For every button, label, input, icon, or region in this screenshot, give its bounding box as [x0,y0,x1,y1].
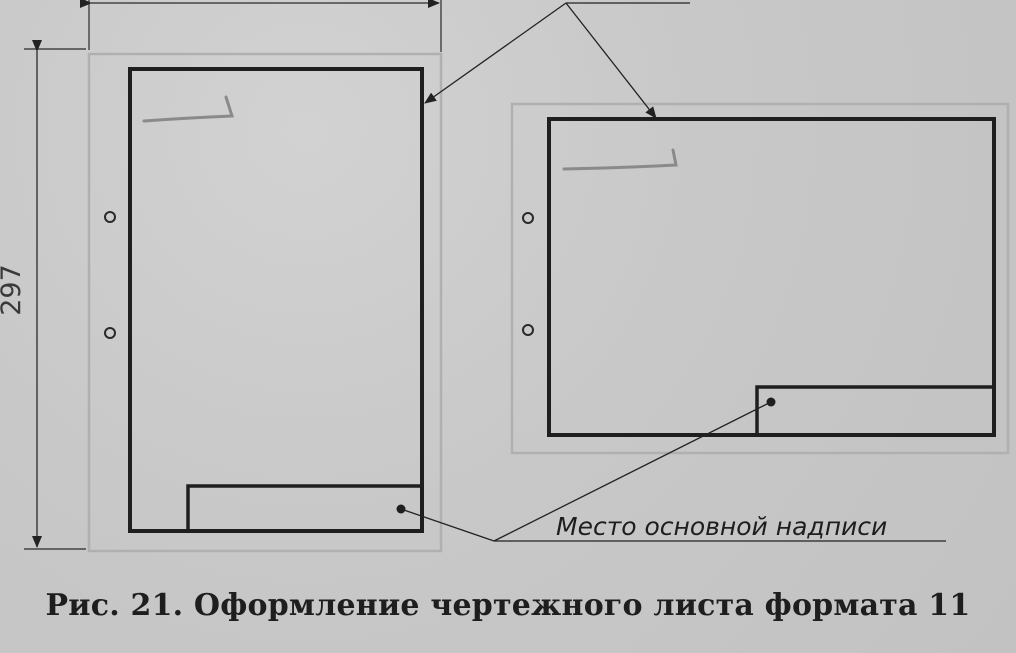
frame-leader-to-portrait [424,2,567,104]
portrait-sheet-outline [87,52,443,553]
dimension-lines: 297 [0,0,442,550]
landscape-sheet-outline [510,102,1010,455]
title-leader-to-portrait [400,508,495,542]
landscape-binding-hole [522,212,534,224]
portrait-binding-hole [104,327,116,339]
portrait-sheet [87,52,443,553]
title-block-note: Место основной надписи [556,512,887,541]
portrait-corner-mark [142,95,235,123]
portrait-binding-hole [104,211,116,223]
frame-leader-to-landscape [565,2,657,119]
landscape-title-block [755,385,996,437]
figure-caption: Рис. 21. Оформление чертежного листа фор… [45,588,971,623]
portrait-drawing-frame [128,67,424,533]
landscape-binding-hole [522,324,534,336]
landscape-corner-mark [562,148,678,171]
landscape-sheet [510,102,1010,455]
title-leader-to-landscape [493,401,772,542]
portrait-title-block [186,484,424,533]
title-block-leader: Место основной надписи [400,401,946,542]
height-dimension-label: 297 [0,264,27,316]
frame-leader [424,2,690,119]
